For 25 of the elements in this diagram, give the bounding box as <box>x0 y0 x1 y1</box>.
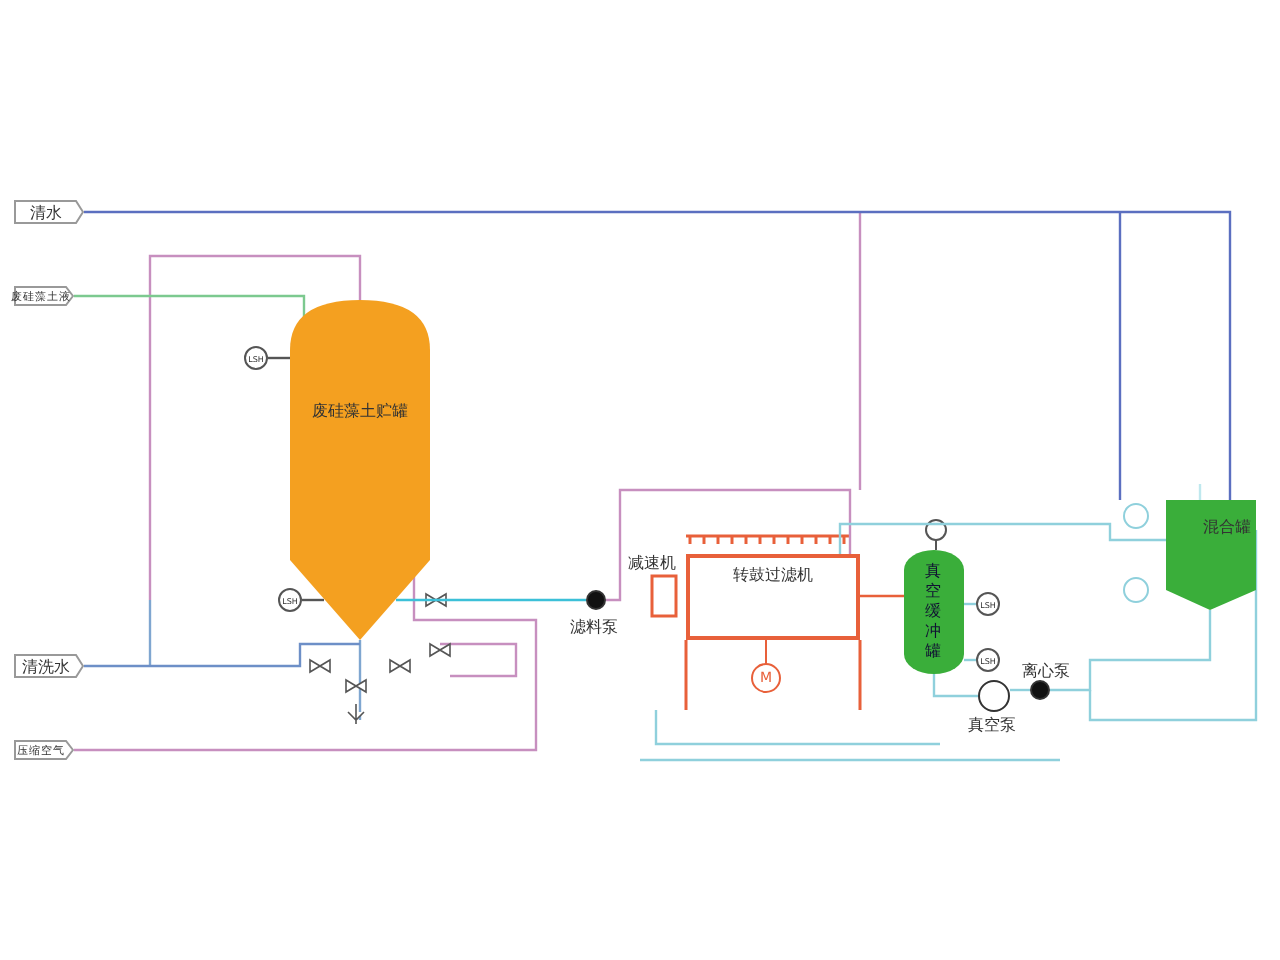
pipe-line <box>838 522 1166 554</box>
pipe-inlet-tag: 清洗水 <box>14 654 84 678</box>
pipe-line <box>1010 688 1030 692</box>
drum-filter: 转鼓过滤机 <box>686 554 860 640</box>
pipe-line <box>74 576 538 752</box>
gear-reducer-label: 减速机 <box>628 552 676 574</box>
pump-symbol <box>586 590 606 610</box>
pipe-line <box>268 356 294 360</box>
pump-label: 滤料泵 <box>570 616 618 638</box>
pump-label: 离心泵 <box>1022 660 1070 682</box>
pump-symbol <box>1030 680 1050 700</box>
pipe-line <box>932 674 978 698</box>
pipe-line <box>860 594 904 598</box>
pipe-line <box>302 598 324 602</box>
pipe-line <box>74 294 306 320</box>
pump-label: 真空泵 <box>968 714 1016 736</box>
pump-symbol <box>978 680 1010 712</box>
pipe-line <box>396 598 586 602</box>
pipe-line <box>84 642 360 668</box>
pipe-line <box>1050 610 1212 692</box>
buffer-tank: 真空缓冲罐 <box>904 550 964 674</box>
pipe-inlet-tag: 清水 <box>14 200 84 224</box>
mixing-tank: 混合罐 <box>1166 500 1256 610</box>
pipe-line <box>606 488 852 602</box>
pipe-line <box>84 210 1232 500</box>
